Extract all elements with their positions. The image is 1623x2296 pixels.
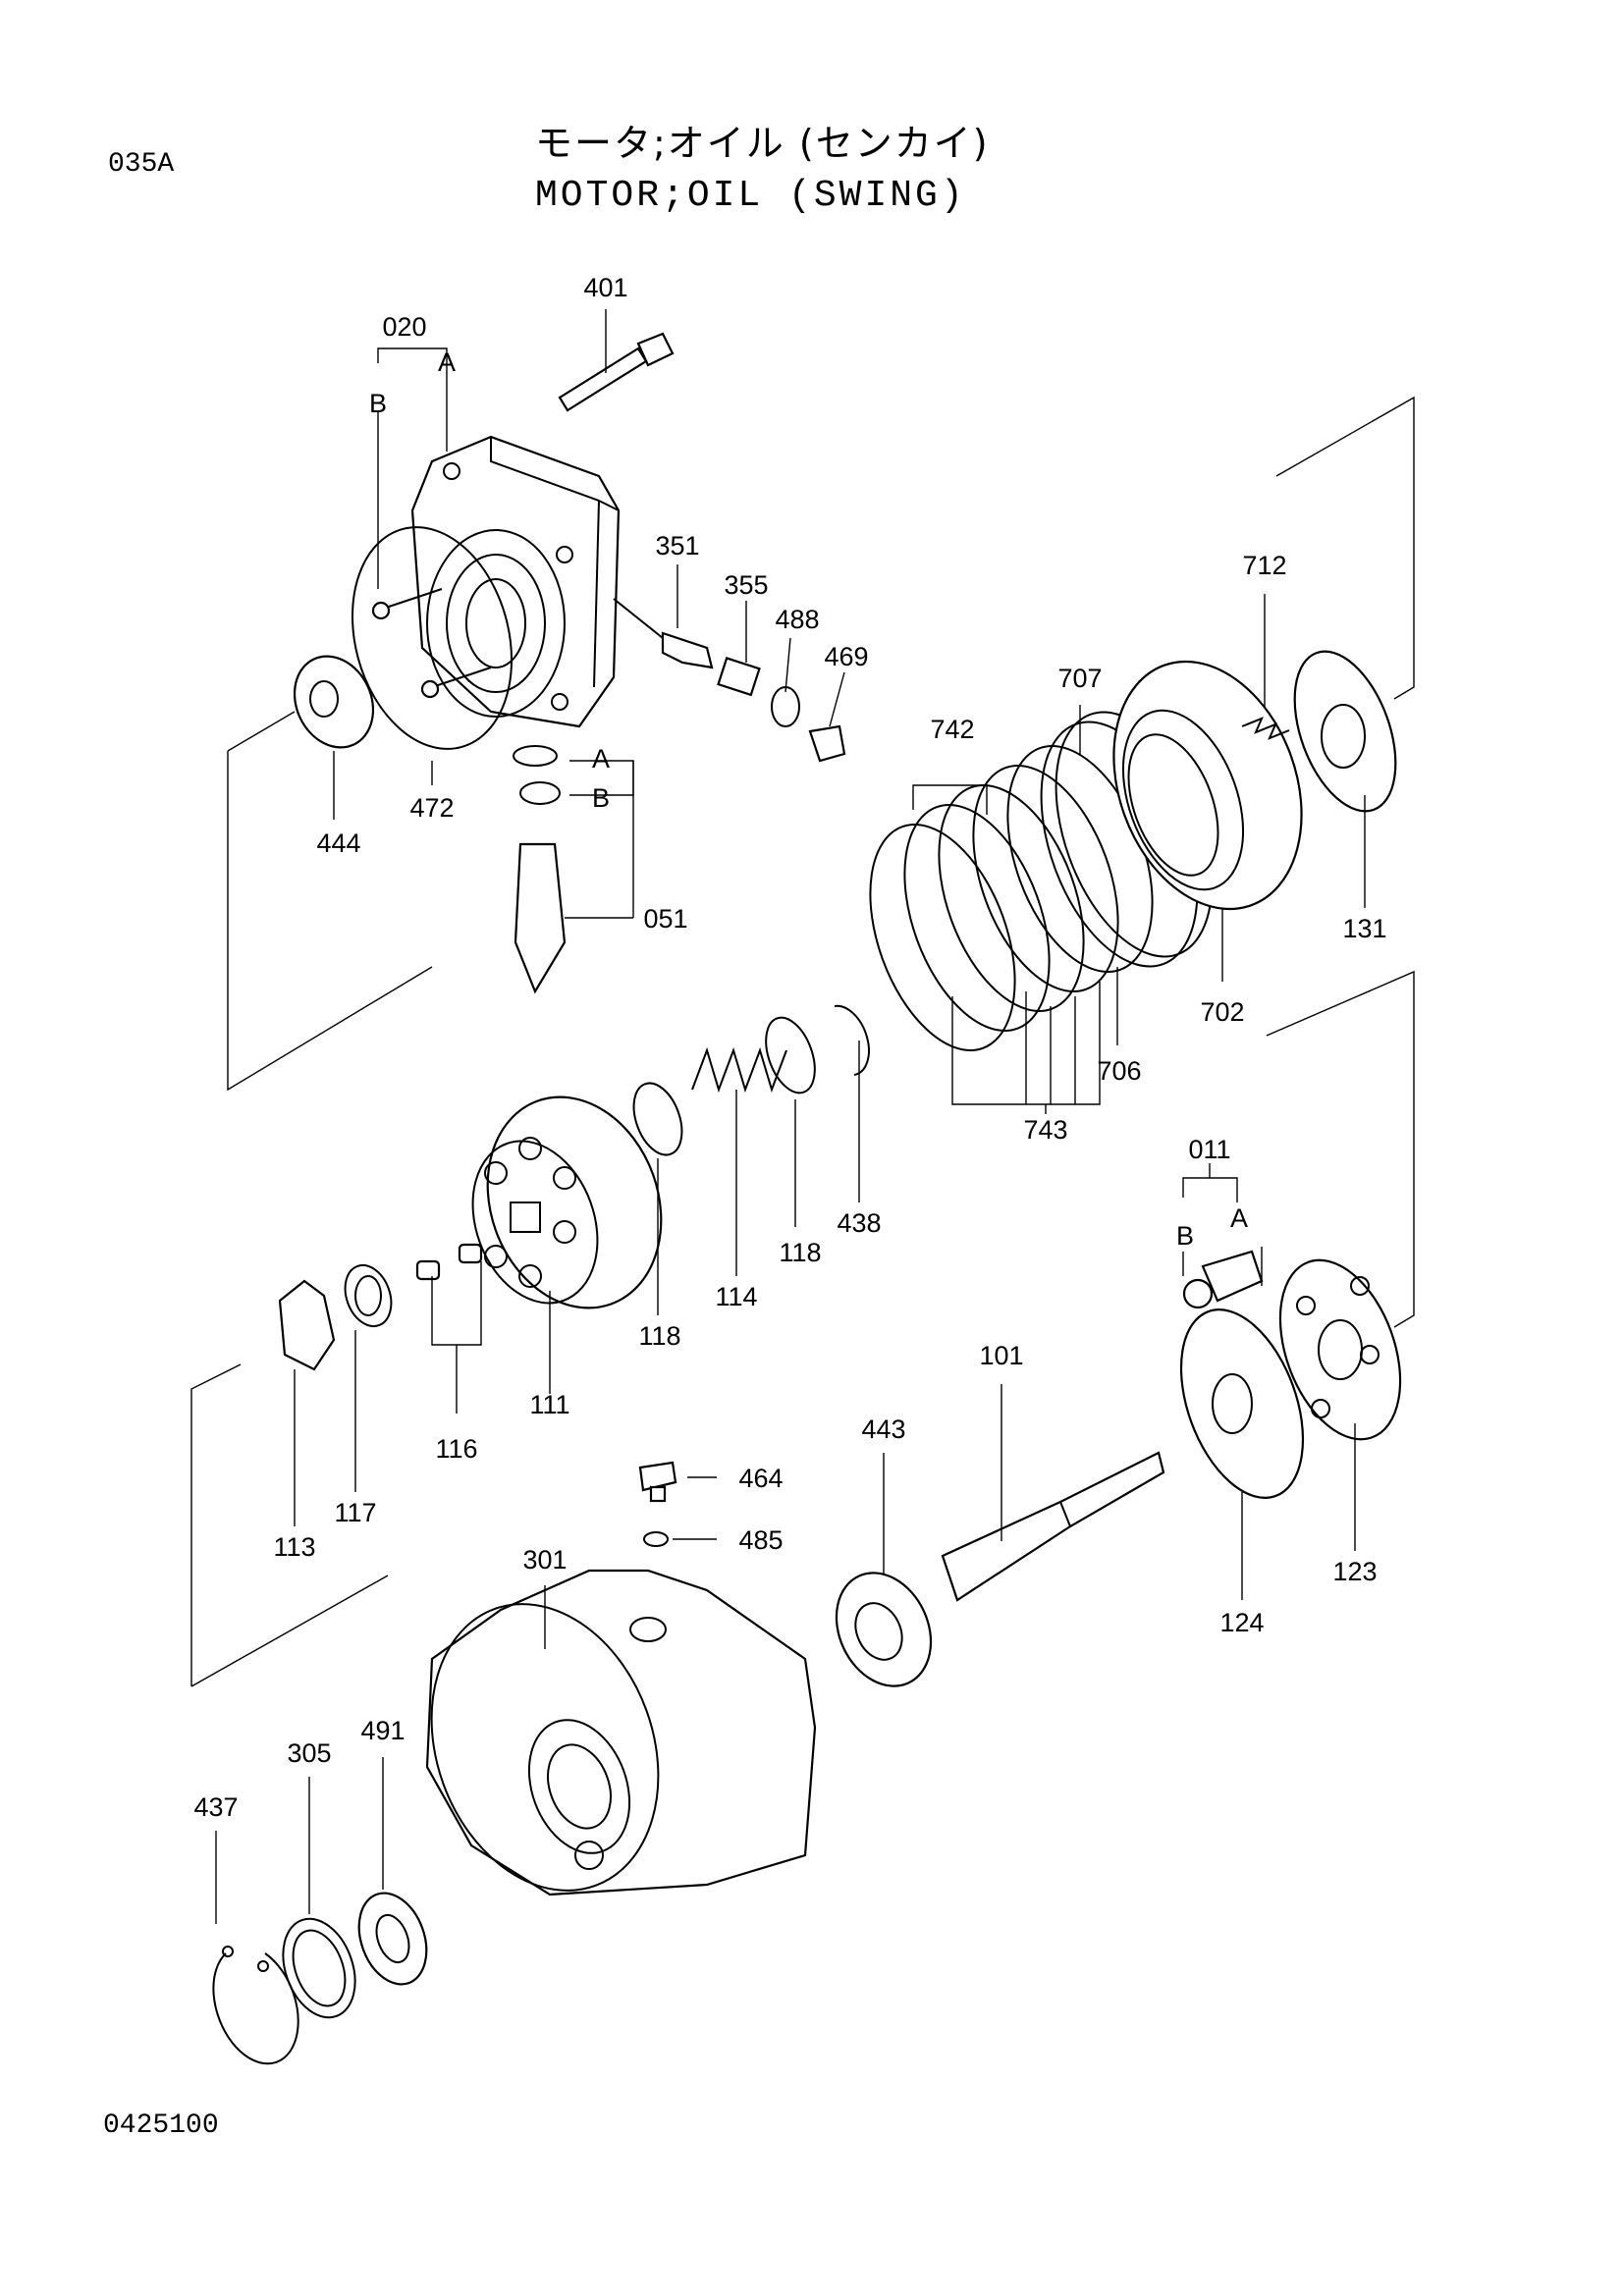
- callout-124: 124: [1219, 1608, 1264, 1637]
- callout-111: 111: [529, 1390, 569, 1419]
- callout-113: 113: [273, 1532, 315, 1562]
- callout-123: 123: [1332, 1557, 1377, 1586]
- page-title: MOTOR;OIL (SWING): [535, 175, 966, 217]
- callout-742: 742: [930, 715, 974, 744]
- pins-116: [415, 1243, 483, 1281]
- callout-472: 472: [409, 793, 454, 823]
- brake-piston-702: [1112, 660, 1303, 911]
- callout-114: 114: [715, 1282, 757, 1311]
- shaft-051: [513, 745, 567, 994]
- callout-437: 437: [193, 1792, 238, 1822]
- callout-118-left: 118: [638, 1321, 680, 1351]
- title-japanese: モータ;オイル (センカイ): [535, 122, 990, 165]
- rings-118-114-438: [632, 1004, 870, 1156]
- brake-plates-742-743: [869, 745, 1154, 1051]
- callout-702: 702: [1200, 997, 1244, 1027]
- callout-401: 401: [583, 273, 627, 302]
- callout-118-right: 118: [779, 1238, 821, 1267]
- oil-seal-491: [357, 1892, 428, 1986]
- spring-712: [1241, 717, 1290, 740]
- leader-lines: [215, 309, 1366, 1924]
- housing-301: [425, 1569, 817, 1896]
- bearing-443: [835, 1572, 933, 1687]
- callout-491: 491: [360, 1716, 405, 1745]
- callout-020-b: B: [369, 389, 387, 418]
- callout-116: 116: [435, 1434, 477, 1464]
- section-code: 035A: [108, 149, 175, 180]
- callout-011-a: A: [1230, 1203, 1248, 1233]
- callout-131: 131: [1342, 914, 1386, 943]
- callout-743: 743: [1023, 1115, 1067, 1145]
- callout-011-b: B: [1176, 1221, 1194, 1251]
- bearing-444: [293, 655, 375, 749]
- callout-305: 305: [287, 1738, 331, 1768]
- piston-011: [1182, 1250, 1264, 1309]
- shoe-plate-124: [1179, 1308, 1305, 1499]
- plug-464: [638, 1461, 677, 1503]
- retainer-plate-123: [1278, 1258, 1402, 1441]
- callout-051: 051: [643, 904, 687, 934]
- head-cover-020: [410, 435, 621, 728]
- valve-plate-131: [1293, 650, 1397, 813]
- callout-301: 301: [522, 1545, 567, 1575]
- callout-117: 117: [334, 1498, 376, 1527]
- callout-444: 444: [316, 828, 360, 858]
- callout-101: 101: [979, 1341, 1023, 1370]
- callout-488: 488: [775, 605, 819, 634]
- callout-706: 706: [1097, 1056, 1141, 1086]
- ring-305: [282, 1917, 356, 2019]
- o-ring-485: [643, 1531, 669, 1547]
- callout-020: 020: [382, 312, 426, 342]
- cylinder-block-111: [471, 1095, 663, 1309]
- callout-438: 438: [837, 1208, 881, 1238]
- part-callouts: 401 020 A B 351 355 488 469 712 707 742 …: [193, 273, 1386, 1822]
- snap-ring-437: [212, 1946, 299, 2065]
- o-ring-472: [351, 526, 514, 750]
- figure-number: 0425100: [103, 2110, 219, 2141]
- callout-712: 712: [1242, 551, 1286, 580]
- callout-485: 485: [738, 1525, 783, 1555]
- bolt-401: [558, 332, 675, 412]
- valve-351-355-488-469: [613, 598, 846, 763]
- callout-707: 707: [1057, 664, 1102, 693]
- shaft-101: [941, 1451, 1165, 1602]
- spherical-bushing-113: [278, 1279, 336, 1371]
- callout-a: A: [592, 744, 610, 774]
- callout-355: 355: [724, 570, 768, 600]
- assembly-guide-lines: [190, 396, 1415, 1687]
- callout-011: 011: [1188, 1135, 1230, 1164]
- callout-b: B: [592, 783, 610, 813]
- callout-020-a: A: [438, 347, 456, 377]
- callout-443: 443: [861, 1415, 905, 1444]
- callout-469: 469: [824, 642, 868, 671]
- callout-351: 351: [655, 531, 699, 561]
- callout-464: 464: [738, 1464, 783, 1493]
- pins: [371, 588, 492, 699]
- retainer-117: [344, 1264, 393, 1327]
